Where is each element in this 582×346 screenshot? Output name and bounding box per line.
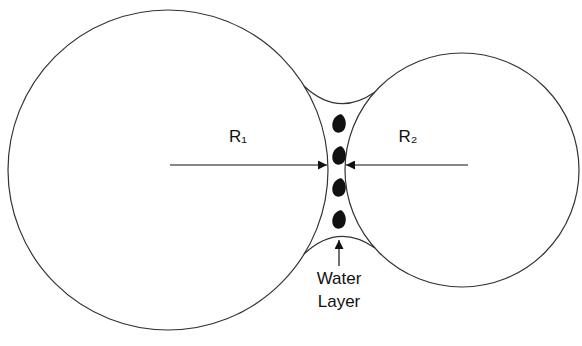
small-particle xyxy=(345,53,579,287)
leader-arrow xyxy=(338,240,339,266)
large-particle xyxy=(8,10,328,330)
water-drops xyxy=(332,114,346,229)
radius-arrow xyxy=(170,164,327,165)
radius-label: R₁ xyxy=(229,126,247,149)
meniscus-top xyxy=(304,86,375,104)
radius-label: R₂ xyxy=(399,126,418,149)
callout-label: Water Layer xyxy=(309,268,369,314)
radius-arrow xyxy=(346,164,468,165)
